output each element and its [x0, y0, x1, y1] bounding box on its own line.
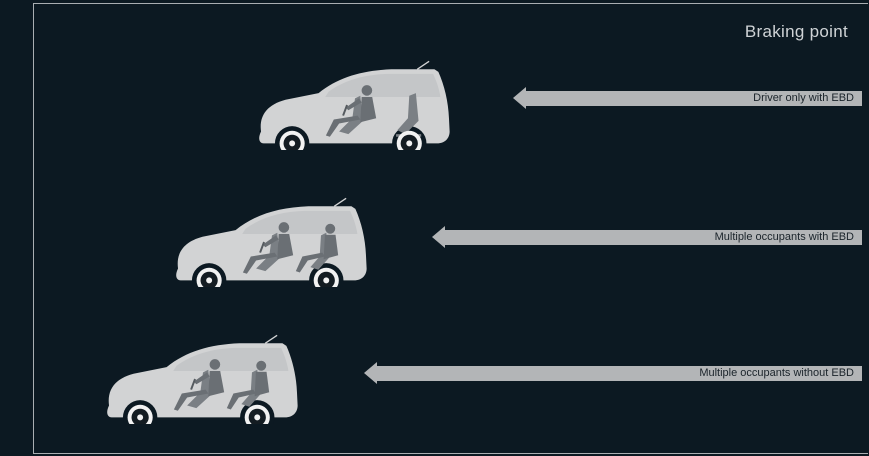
arrow-multiple-with-ebd: Multiple occupants with EBD	[432, 226, 862, 248]
arrow-label: Multiple occupants with EBD	[714, 231, 854, 243]
car-multiple-without-ebd	[106, 334, 299, 424]
arrow-head-icon	[513, 87, 526, 109]
arrow-label: Multiple occupants without EBD	[699, 367, 854, 379]
arrow-head-icon	[432, 226, 445, 248]
car-driver-only	[258, 60, 451, 150]
diagram-frame: Braking point	[33, 3, 868, 454]
car-multiple-with-ebd	[175, 197, 368, 287]
arrow-head-icon	[364, 362, 377, 384]
arrow-multiple-without-ebd: Multiple occupants without EBD	[364, 362, 862, 384]
arrow-driver-only: Driver only with EBD	[513, 87, 862, 109]
arrow-label: Driver only with EBD	[753, 92, 854, 104]
braking-point-label: Braking point	[744, 22, 848, 41]
